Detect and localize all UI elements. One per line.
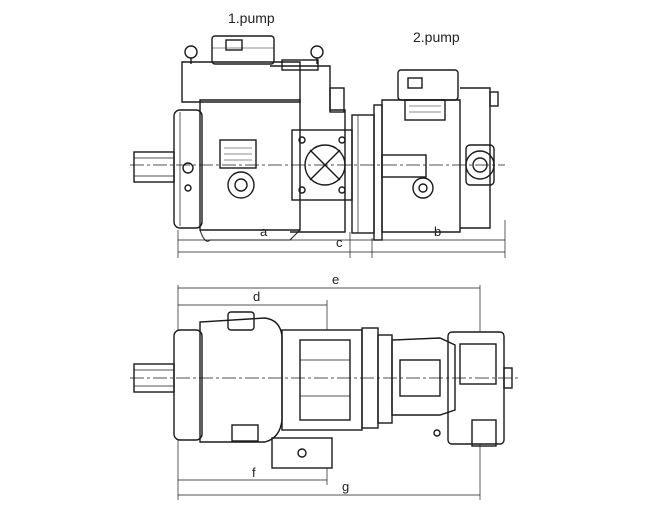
bottom-view bbox=[130, 285, 520, 500]
pump1-control-block bbox=[211, 35, 275, 65]
pump1-label: 1.pump bbox=[228, 10, 275, 26]
pump2-control-block bbox=[397, 69, 459, 101]
pump1-port bbox=[227, 171, 255, 199]
dimension-b-label: b bbox=[434, 224, 442, 239]
dimension-f-label: f bbox=[252, 465, 256, 480]
lifting-eye-right bbox=[310, 45, 324, 59]
pump2-body-plan bbox=[391, 337, 456, 416]
dimension-g-label: g bbox=[342, 479, 350, 494]
dimension-e-label: e bbox=[332, 272, 340, 287]
pump1-nameplate bbox=[219, 139, 257, 169]
drive-shaft bbox=[133, 151, 175, 183]
pump2-label: 2.pump bbox=[413, 29, 460, 45]
dimension-a-label: a bbox=[260, 224, 268, 239]
dimension-c-label: c bbox=[336, 235, 343, 250]
coupling bbox=[351, 114, 375, 234]
pump1-front-flange bbox=[173, 109, 203, 229]
top-view bbox=[130, 35, 506, 258]
pump1-top-boss bbox=[227, 311, 255, 331]
dimension-d-label: d bbox=[253, 289, 261, 304]
pump1-body-plan bbox=[173, 329, 203, 441]
auxiliary-block bbox=[271, 437, 333, 469]
lifting-eye-left bbox=[184, 45, 198, 59]
pump2-port bbox=[412, 177, 434, 199]
